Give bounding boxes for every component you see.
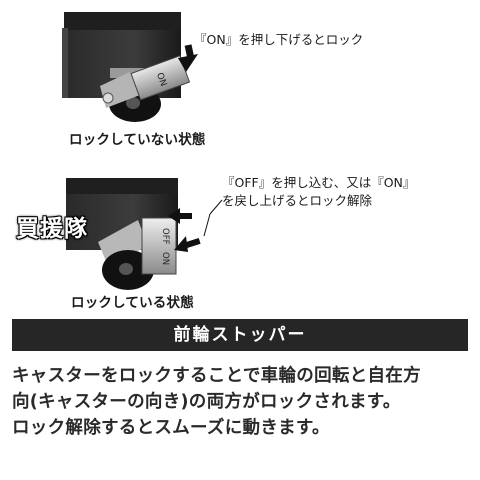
locked-caption: ロックしている状態 [71, 295, 194, 311]
pedal-on-label: ON [154, 71, 168, 87]
pedal-off-label: OFF [160, 228, 170, 245]
description-line: ロック解除するとスムーズに動きます。 [12, 418, 330, 438]
description-line: キャスターをロックすることで車輪の回転と自在方 [12, 366, 421, 386]
unlock-callout-line2: を戻し上げるとロック解除 [222, 193, 373, 208]
unlocked-caption: ロックしていない状態 [69, 132, 206, 148]
caster-locked-photo: OFF ON [66, 178, 223, 290]
caster-unlocked-photo: ON [62, 12, 198, 122]
description-line: 向(キャスターの向き)の両方がロックされます。 [12, 392, 401, 412]
pedal-on-label: ON [160, 252, 170, 265]
description: キャスターをロックすることで車輪の回転と自在方 向(キャスターの向き)の両方がロ… [12, 363, 472, 441]
lock-callout: 『ON』を押し下げるとロック [194, 32, 364, 47]
unlock-callout-line1: 『OFF』を押し込む、又は『ON』 [222, 175, 416, 190]
watermark-logo: 買援隊 [16, 216, 88, 242]
section-title: 前輪ストッパー [12, 319, 468, 351]
